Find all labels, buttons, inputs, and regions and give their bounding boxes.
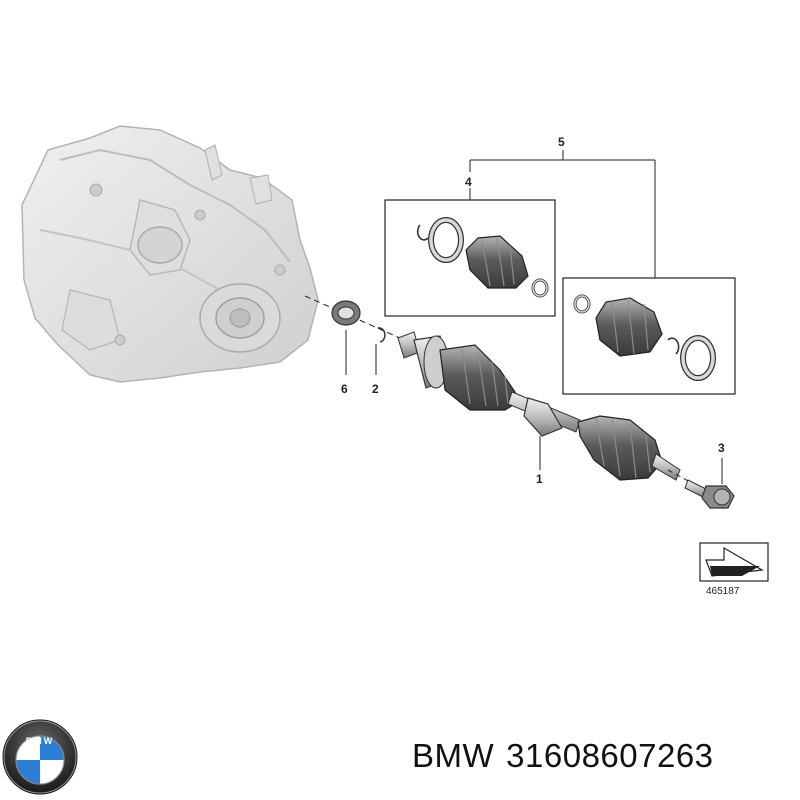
part-number: 31608607263 — [506, 737, 714, 774]
reference-symbol — [699, 542, 769, 582]
svg-text:BMW: BMW — [26, 736, 55, 746]
part-4-inner-boot-kit — [384, 199, 556, 317]
callout-5: 5 — [558, 135, 565, 149]
part-6-seal — [331, 300, 361, 375]
part-5-outer-boot-kit — [562, 277, 736, 395]
callout-3: 3 — [718, 441, 725, 455]
bmw-logo: BMW — [2, 719, 78, 795]
callout-2: 2 — [372, 382, 379, 396]
reference-number: 465187 — [706, 586, 740, 597]
callout-6: 6 — [341, 382, 348, 396]
callout-4: 4 — [465, 175, 472, 189]
bolt-axis-line — [667, 469, 691, 483]
part-2-circlip — [375, 327, 386, 375]
brand-name: BMW — [412, 737, 495, 774]
brand-part-label: BMW 31608607263 — [412, 737, 726, 775]
part-5-bracket — [469, 150, 656, 278]
part-1-drive-shaft — [397, 331, 681, 481]
callout-1: 1 — [536, 472, 543, 486]
transmission-housing — [21, 125, 319, 383]
part-3-bolt — [684, 458, 735, 509]
